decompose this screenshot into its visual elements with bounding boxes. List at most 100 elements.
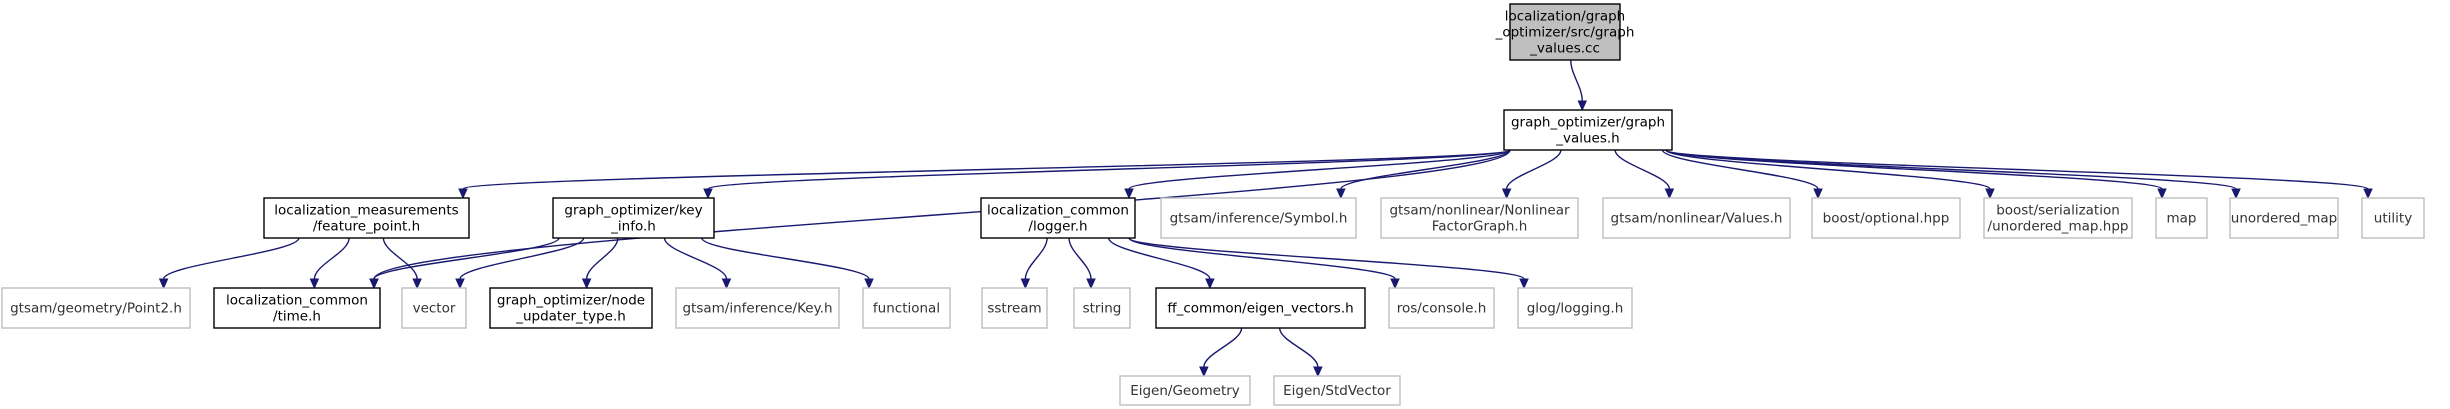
node-label-line: gtsam/inference/Symbol.h [1170,211,1348,227]
node-box [2155,197,2208,239]
edge-line [382,237,418,280]
edge-logger-h-to-eigen-vectors-h [1107,237,1215,290]
node-box [552,197,715,239]
arrowhead [369,278,379,290]
edge-line [313,237,350,280]
edge-key-info-h-to-key-h [663,237,732,290]
edge-key-info-h-to-vector [455,237,585,290]
node-label-line: Eigen/Geometry [1130,383,1240,399]
edge-line [1665,149,1991,190]
node-box [263,197,470,239]
edge-line [1340,149,1511,190]
node-label-line: string [1083,301,1122,317]
edge-logger-h-to-string [1068,237,1096,290]
edge-line [1505,149,1562,190]
edge-eigen-vectors-h-to-eigen-geometry [1199,327,1243,378]
node-box [401,287,467,329]
node-label-line: gtsam/nonlinear/Values.h [1611,211,1783,227]
node-box [862,287,951,329]
edge-line [462,149,1511,190]
node-label-line: _updater_type.h [515,309,626,325]
node-box [1073,287,1131,329]
arrowhead [458,188,468,200]
arrowhead [1390,278,1400,290]
arrowhead [703,188,713,200]
edge-feature-point-h-to-time-h [309,237,350,290]
node-label-line: Eigen/StdVector [1283,383,1391,399]
node-graph-values-h[interactable]: graph_optimizer/graph_values.h [1503,109,1673,151]
node-eigen-geometry: Eigen/Geometry [1119,375,1251,406]
edge-eigen-vectors-h-to-eigen-stdvector [1278,327,1323,378]
arrowhead [1205,278,1215,290]
node-symbol-h: gtsam/inference/Symbol.h [1160,197,1357,239]
node-box [1380,197,1579,239]
arrowhead [1501,188,1512,200]
node-eigen-stdvector: Eigen/StdVector [1273,375,1401,406]
node-label-line: /logger.h [1028,219,1087,235]
node-label-line: gtsam/geometry/Point2.h [10,301,182,317]
edge-graph-values-h-to-map [1665,149,2167,200]
edge-line [1128,237,1525,280]
node-node-updater-h[interactable]: graph_optimizer/node_updater_type.h [489,287,653,329]
edge-key-info-h-to-node-updater-h [581,237,619,290]
node-label-line: map [2167,211,2197,227]
edge-line [373,237,560,280]
node-box [980,197,1136,239]
edges-layer [158,59,2373,378]
node-console-h: ros/console.h [1388,287,1495,329]
node-label-line: /time.h [273,309,321,325]
arrowhead [864,278,874,290]
node-sstream: sstream [981,287,1048,329]
node-label-line: graph_optimizer/key [564,203,702,219]
node-eigen-vectors-h[interactable]: ff_common/eigen_vectors.h [1155,287,1366,329]
edge-graph-values-h-to-values-h [1614,149,1675,200]
arrowhead [1199,366,1209,378]
node-label-line: _optimizer/src/graph [1495,25,1635,41]
arrowhead [2363,188,2373,200]
arrowhead [581,278,592,290]
edge-line [1570,59,1583,102]
arrowhead [721,278,732,290]
arrowhead [412,278,422,290]
arrowhead [1664,188,1675,200]
node-optional-hpp: boost/optional.hpp [1811,197,1961,239]
node-time-h[interactable]: localization_common/time.h [213,287,381,329]
node-label-line: _info.h [610,219,656,235]
node-label-line: graph_optimizer/graph [1511,115,1665,131]
node-box [489,287,653,329]
node-logger-h[interactable]: localization_common/logger.h [980,197,1136,239]
edge-line [1665,149,2237,190]
edge-line [1614,149,1671,190]
edge-graph-values-h-to-unordered-map-hpp [1665,149,1995,200]
arrowhead [2157,188,2167,200]
node-box [2361,197,2425,239]
node-label-line: utility [2374,211,2412,227]
node-label-line: _values.cc [1529,41,1600,57]
edge-line [663,237,728,280]
node-utility: utility [2361,197,2425,239]
edge-line [1107,237,1211,280]
node-box [1155,287,1366,329]
node-label-line: unordered_map [2231,211,2337,227]
node-key-info-h[interactable]: graph_optimizer/key_info.h [552,197,715,239]
node-box [1811,197,1961,239]
edge-line [1278,327,1319,368]
node-feature-point-h[interactable]: localization_measurements/feature_point.… [263,197,470,239]
node-label-line: boost/serialization [1996,203,2120,219]
arrowhead [1086,278,1096,290]
node-label-line: graph_optimizer/node [497,293,645,309]
arrowhead [309,278,320,290]
node-box [1160,197,1357,239]
node-graph-values-cc[interactable]: localization/graph_optimizer/src/graph_v… [1495,3,1635,61]
node-label-line: ros/console.h [1397,301,1487,317]
edge-line [1068,237,1092,280]
arrowhead [1519,278,1529,290]
edge-line [707,149,1511,190]
node-label-line: localization_common [987,203,1129,219]
arrowhead [1813,188,1823,200]
arrowhead [1020,278,1031,290]
edge-logger-h-to-logging-h [1128,237,1529,290]
edge-graph-values-h-to-key-info-h [703,149,1511,200]
